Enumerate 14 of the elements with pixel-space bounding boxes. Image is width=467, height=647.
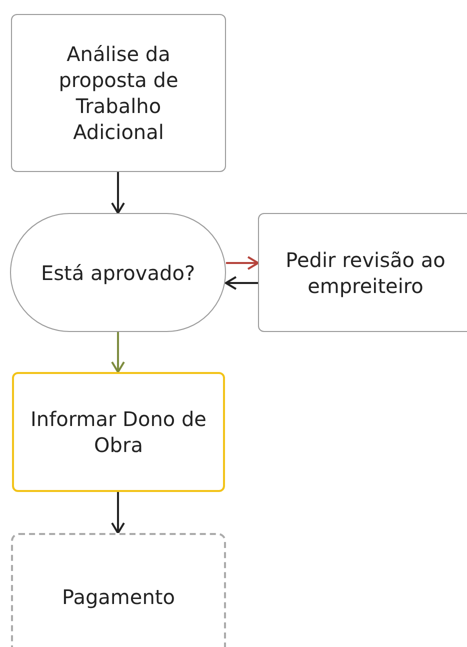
arrow [225, 276, 258, 290]
process-box [11, 14, 226, 172]
node-label: Pagamento [62, 584, 175, 610]
arrow [111, 492, 125, 534]
node-label: Análise da proposta de Trabalho Adicional [58, 41, 180, 145]
process-box [11, 533, 226, 647]
node-label: Pedir revisão ao empreiteiro [284, 246, 446, 298]
process-box [258, 213, 467, 332]
node-label: Informar Dono de Obra [30, 406, 208, 458]
process-box [12, 372, 225, 492]
arrow [111, 332, 125, 373]
arrow [111, 172, 125, 214]
node-label: Está aprovado? [40, 260, 196, 286]
arrow [226, 256, 259, 270]
